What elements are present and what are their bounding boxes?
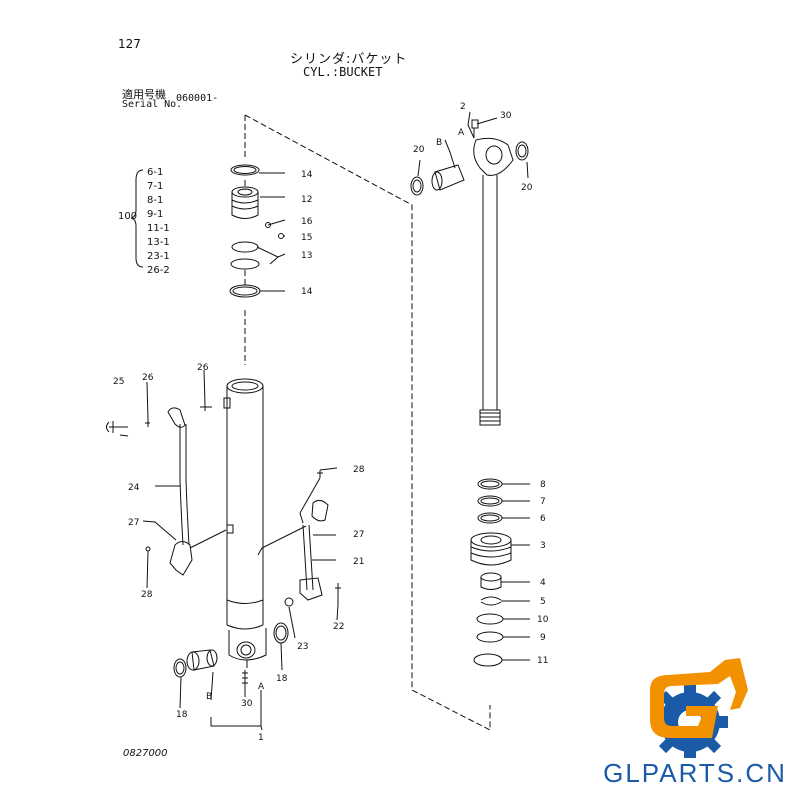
bushing-lower — [173, 649, 218, 678]
bushing-upper — [434, 164, 465, 191]
callout-A: A — [258, 682, 265, 692]
cylinder-tube — [223, 378, 267, 661]
kit-item: 26-2 — [147, 265, 170, 276]
callout-23: 23 — [297, 642, 308, 652]
piston-3 — [470, 532, 512, 566]
callout-16: 16 — [301, 217, 313, 227]
callout-18b: 18 — [176, 710, 188, 720]
callout-10: 10 — [537, 615, 549, 625]
pipe-21 — [257, 470, 341, 605]
callout-13: 13 — [301, 251, 312, 261]
callout-1: 1 — [258, 733, 264, 743]
callout-8: 8 — [540, 480, 546, 490]
kit-item: 8-1 — [147, 195, 164, 206]
assembly-dashed-line — [244, 114, 491, 731]
callout-26b: 26 — [197, 363, 209, 373]
callout-6: 6 — [540, 514, 546, 524]
o-ring-23 — [284, 597, 294, 607]
kit-item: 6-1 — [147, 167, 164, 178]
ring-13b — [230, 258, 260, 270]
seal-ring-20b — [515, 141, 529, 161]
logo-text: GLPARTS.CN — [603, 758, 787, 788]
callout-25: 25 — [113, 377, 124, 387]
seal-ring-20a — [410, 176, 424, 196]
kit-item: 13-1 — [147, 237, 170, 248]
callout-27: 27 — [128, 518, 139, 528]
gland-12 — [231, 186, 259, 219]
callout-3: 3 — [540, 541, 546, 551]
callout-2: 2 — [460, 102, 466, 112]
callout-14: 14 — [301, 170, 313, 180]
callout-A-upper: A — [458, 128, 465, 138]
kit-item: 9-1 — [147, 209, 164, 220]
callout-12: 12 — [301, 195, 312, 205]
excavator-gear-icon — [650, 658, 748, 758]
glparts-logo: GLPARTS.CN — [590, 650, 800, 800]
kit-item: 7-1 — [147, 181, 164, 192]
pipe-24 — [106, 403, 227, 576]
callout-14b: 14 — [301, 287, 313, 297]
callout-27b: 27 — [353, 530, 364, 540]
page-number: 127 — [118, 37, 141, 51]
kit-brace — [130, 169, 144, 268]
kit-item: 23-1 — [147, 251, 170, 262]
drawing-code: 0827000 — [123, 748, 168, 759]
callout-B-upper: B — [436, 138, 442, 148]
page-title-jp: シリンダ:バケット — [290, 52, 408, 67]
callout-B: B — [206, 692, 212, 702]
ring-11 — [473, 653, 503, 667]
ring-10 — [476, 613, 504, 625]
callout-26: 26 — [142, 373, 154, 383]
snap-ring-5 — [480, 596, 502, 606]
piston-rod — [471, 119, 514, 426]
callout-4: 4 — [540, 578, 546, 588]
serial-label-en: Serial No. — [122, 99, 183, 110]
callout-28: 28 — [141, 590, 153, 600]
seal-ring-14 — [230, 164, 260, 176]
serial-label-jp: 適用号機 — [122, 88, 166, 101]
callout-21: 21 — [353, 557, 364, 567]
ring-13 — [231, 241, 259, 253]
callout-15: 15 — [301, 233, 312, 243]
page-title-en: CYL.:BUCKET — [303, 65, 383, 79]
kit-item: 11-1 — [147, 223, 170, 234]
callout-22: 22 — [333, 622, 344, 632]
callout-11: 11 — [537, 656, 548, 666]
screw-16 — [265, 222, 271, 228]
callout-9: 9 — [540, 633, 546, 643]
callout-30: 30 — [241, 699, 253, 709]
callout-24: 24 — [128, 483, 140, 493]
kit-label: 100 — [118, 211, 138, 222]
callout-28b: 28 — [353, 465, 365, 475]
grease-fitting-30 — [242, 670, 248, 688]
callout-7: 7 — [540, 497, 546, 507]
callout-20: 20 — [413, 145, 425, 155]
callout-18: 18 — [276, 674, 288, 684]
serial-value: 060001- — [176, 93, 219, 104]
plug-15 — [278, 233, 284, 239]
callout-30b: 30 — [500, 111, 512, 121]
callout-20b: 20 — [521, 183, 533, 193]
callout-5: 5 — [540, 597, 546, 607]
spacer-4 — [480, 572, 502, 590]
ring-9 — [476, 631, 504, 643]
